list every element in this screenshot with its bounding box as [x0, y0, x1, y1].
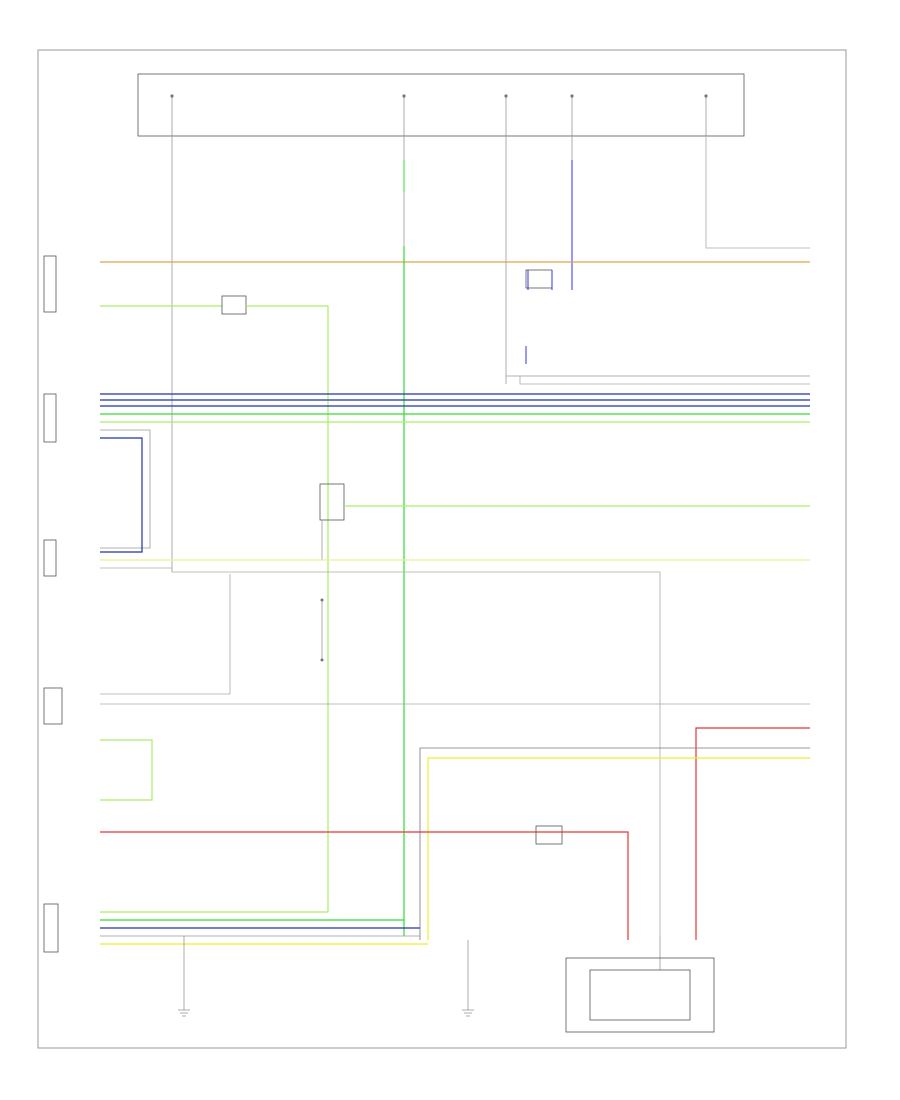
bus-line-7: [100, 437, 143, 553]
bus-line-6: [100, 429, 151, 549]
wire-green-to-connector: [246, 305, 329, 912]
multiplex-unit: [43, 393, 57, 443]
fuse-block-3: [504, 94, 508, 136]
wire-relay-gray: [519, 376, 810, 385]
airbag-unit: [43, 903, 59, 953]
passenger-module: [565, 957, 715, 1033]
fuse-block-2: [402, 94, 406, 136]
wire-red-right: [695, 727, 810, 940]
middle-junction: [320, 598, 324, 662]
diagram-frame: [37, 49, 847, 1049]
ground-center: [462, 940, 474, 1017]
wire-feed-5: [705, 136, 810, 249]
wire-gray-left: [100, 574, 231, 695]
center-connector: [319, 483, 810, 560]
control-module: [43, 539, 57, 577]
fuse-block-5: [704, 94, 708, 136]
junction-connector: [221, 295, 247, 315]
headlight-switch: [43, 255, 57, 313]
wire-green-loop: [100, 739, 153, 801]
junction-box-lower: [535, 825, 563, 845]
relay-block: [525, 269, 553, 364]
wire-yellow-right: [427, 757, 810, 940]
wire-gray-loop: [100, 567, 661, 936]
ground-left: [178, 936, 190, 1017]
wire-gray-right: [419, 747, 810, 940]
fuse-block-1: [170, 94, 174, 136]
fuse-box: [137, 73, 745, 137]
wire-red-main: [100, 831, 629, 940]
door-switch: [43, 687, 63, 725]
fuse-block-4: [570, 94, 574, 136]
passenger-module-inner: [589, 969, 691, 1021]
